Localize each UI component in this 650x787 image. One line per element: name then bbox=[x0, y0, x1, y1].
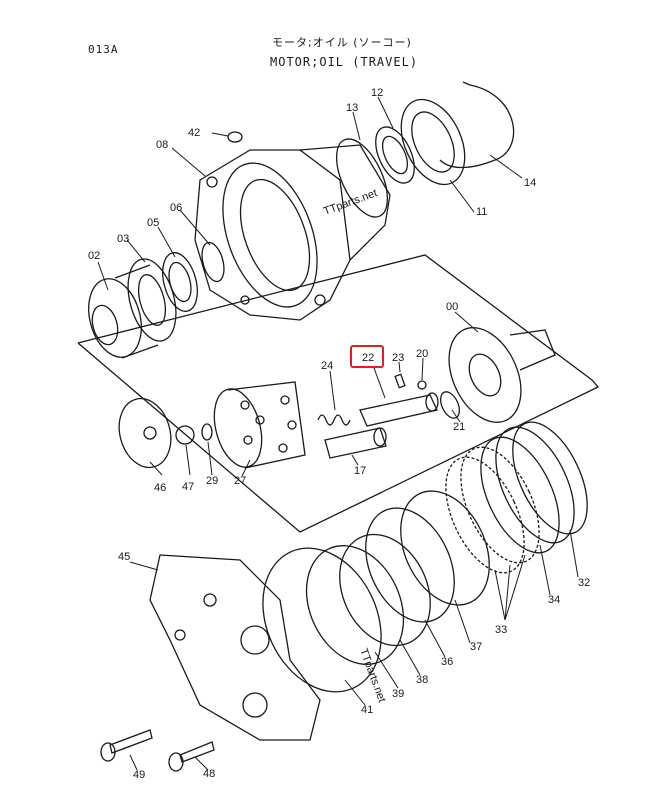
friction-plates-33 bbox=[445, 446, 540, 574]
ring-21 bbox=[439, 391, 461, 419]
brake-03 bbox=[127, 258, 177, 342]
bearing-12 bbox=[375, 126, 415, 184]
callout-34: 34 bbox=[548, 594, 560, 606]
ring-36 bbox=[365, 507, 455, 623]
callout-47: 47 bbox=[182, 481, 194, 493]
subassembly-frame bbox=[77, 254, 600, 533]
gear-00 bbox=[448, 327, 556, 423]
plate-32 bbox=[512, 421, 588, 535]
callout-00: 00 bbox=[446, 301, 458, 313]
seal-11 bbox=[400, 98, 466, 186]
callout-32: 32 bbox=[578, 577, 590, 589]
callout-27: 27 bbox=[234, 475, 246, 487]
title-japanese: モータ;オイル (ソーコー) bbox=[272, 36, 412, 49]
ring-06 bbox=[201, 241, 225, 283]
callout-46: 46 bbox=[154, 482, 166, 494]
callout-21: 21 bbox=[453, 421, 465, 433]
oring-41 bbox=[262, 547, 382, 693]
bolt-49 bbox=[100, 729, 153, 762]
callout-36: 36 bbox=[441, 656, 453, 668]
spring-24 bbox=[317, 414, 351, 426]
callout-22: 22 bbox=[362, 352, 374, 364]
title-english: MOTOR;OIL (TRAVEL) bbox=[270, 55, 419, 69]
callout-24: 24 bbox=[321, 360, 333, 372]
piston-17 bbox=[324, 427, 387, 459]
callout-48: 48 bbox=[203, 768, 215, 780]
callout-37: 37 bbox=[470, 641, 482, 653]
callout-39: 39 bbox=[392, 688, 404, 700]
highlight-box-22 bbox=[350, 345, 384, 368]
watermark-upper: TTparts.net bbox=[322, 187, 379, 218]
callout-13: 13 bbox=[346, 102, 358, 114]
callout-23: 23 bbox=[392, 352, 404, 364]
callout-20: 20 bbox=[416, 348, 428, 360]
callout-29: 29 bbox=[206, 475, 218, 487]
callout-17: 17 bbox=[354, 465, 366, 477]
diagram-code: 013A bbox=[88, 43, 119, 56]
callout-45: 45 bbox=[118, 551, 130, 563]
callout-03: 03 bbox=[117, 233, 129, 245]
leader-lines bbox=[97, 96, 579, 771]
callout-41: 41 bbox=[361, 704, 373, 716]
spool-22 bbox=[359, 392, 439, 427]
ring-37 bbox=[400, 490, 490, 606]
callout-14: 14 bbox=[524, 177, 536, 189]
callout-38: 38 bbox=[416, 674, 428, 686]
ring-39 bbox=[305, 545, 405, 665]
callout-05: 05 bbox=[147, 217, 159, 229]
callout-08: 08 bbox=[156, 139, 168, 151]
cylinder-27 bbox=[213, 381, 306, 469]
bearing-05 bbox=[162, 252, 198, 312]
watermark-lower: TTparts.net bbox=[357, 647, 388, 704]
bushing-47 bbox=[175, 425, 195, 445]
callout-02: 02 bbox=[88, 250, 100, 262]
callout-42: 42 bbox=[188, 127, 200, 139]
shaft-02 bbox=[88, 264, 159, 359]
rear-cover-45 bbox=[149, 554, 321, 741]
ring-38 bbox=[339, 533, 431, 647]
plates-34 bbox=[480, 426, 575, 554]
ring-20 bbox=[417, 380, 427, 390]
oring-42 bbox=[227, 131, 243, 143]
oring-13 bbox=[335, 138, 389, 218]
pin-23 bbox=[394, 373, 406, 389]
callout-11: 11 bbox=[476, 206, 487, 218]
callout-12: 12 bbox=[371, 87, 383, 99]
callout-33: 33 bbox=[495, 624, 507, 636]
callout-49: 49 bbox=[133, 769, 145, 781]
housing-08 bbox=[194, 144, 391, 321]
snap-ring-14 bbox=[439, 81, 515, 169]
valve-plate-46 bbox=[118, 397, 172, 469]
ring-29 bbox=[201, 423, 213, 441]
callout-06: 06 bbox=[170, 202, 182, 214]
bolt-48 bbox=[168, 741, 215, 772]
